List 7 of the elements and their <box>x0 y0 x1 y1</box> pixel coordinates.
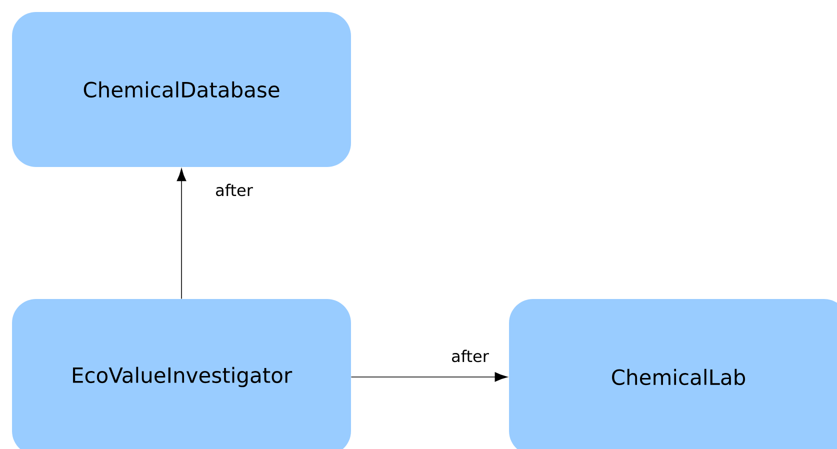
arrow <box>176 168 186 300</box>
process-box: ChemicalLab <box>509 298 837 449</box>
process-box: ChemicalDatabase <box>12 12 351 167</box>
process-box: EcoValueInvestigator <box>12 298 351 449</box>
edge-label: after <box>450 348 490 364</box>
arrow <box>350 372 508 382</box>
edge-label: after <box>214 182 254 198</box>
